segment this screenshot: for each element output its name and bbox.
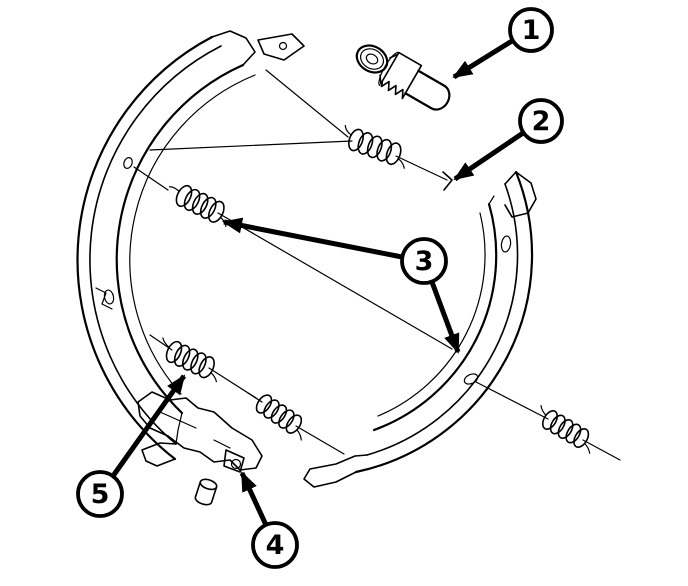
star-wheel	[380, 51, 423, 100]
callout-3: 3	[400, 237, 448, 285]
adjuster-body	[404, 69, 451, 111]
parking-brake-lever	[137, 391, 263, 473]
pin-cylinder	[194, 478, 218, 506]
strut-hook	[442, 171, 453, 191]
arrow-3b	[429, 281, 461, 354]
upper-return-spring	[168, 184, 227, 228]
callout-arrows	[110, 38, 525, 527]
lower-return-spring	[162, 337, 218, 383]
arrow-3a	[222, 217, 403, 260]
callout-3-label: 3	[415, 246, 434, 277]
callout-5: 5	[76, 470, 124, 518]
callout-2: 2	[518, 98, 564, 144]
clevis-pin	[230, 458, 242, 470]
callout-1: 1	[508, 7, 554, 53]
bottom-center-spring	[255, 394, 303, 441]
callout-1-label: 1	[522, 15, 541, 46]
callout-5-label: 5	[91, 479, 110, 510]
anchor-bracket	[257, 33, 305, 61]
spring-hole	[123, 157, 133, 169]
shoe-hole	[500, 235, 512, 253]
callout-2-label: 2	[532, 106, 551, 137]
right-brake-shoe	[303, 170, 537, 488]
adjuster-spring	[344, 124, 405, 169]
callout-4: 4	[251, 521, 299, 569]
callout-4-label: 4	[266, 530, 285, 561]
spring-hole	[463, 373, 479, 385]
arrow-5	[110, 374, 187, 478]
bottom-right-spring	[540, 404, 591, 454]
arrow-1	[452, 38, 514, 80]
left-brake-shoe	[76, 30, 305, 467]
arrow-2	[453, 130, 525, 182]
adjuster-assembly	[355, 44, 451, 111]
linkage-lines	[133, 69, 621, 461]
arrow-4	[239, 471, 269, 527]
lever-clevis	[223, 449, 245, 473]
